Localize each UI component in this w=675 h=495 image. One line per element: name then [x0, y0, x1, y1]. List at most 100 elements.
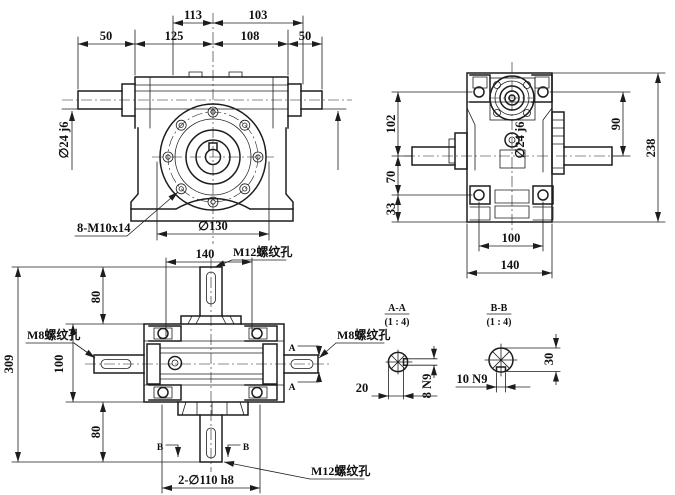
- front-flange-outer: [159, 103, 267, 211]
- plan-left-keyway: [100, 359, 132, 369]
- front-bore-outer: [195, 139, 231, 175]
- plan-left-shaft: [93, 354, 145, 374]
- plan-mid-lines: [159, 343, 264, 385]
- plan-view: 140 M12螺纹孔 80 100 80 309 M8螺纹孔 M8螺纹孔 A A…: [2, 244, 390, 494]
- shaft-dia-right-label: ∅24 j6: [513, 122, 527, 159]
- dim-80-bottom: 80: [89, 426, 103, 439]
- side-feet-detail: [469, 189, 554, 221]
- side-dimensions: 102 70 33 90 238 100 140: [384, 72, 666, 279]
- dim-90: 90: [609, 118, 623, 131]
- label-m12-bottom: M12螺纹孔: [311, 463, 370, 478]
- label-m8-right: M8螺纹孔: [337, 327, 390, 342]
- section-aa: A-A (1 : 4) 8 N9 20: [356, 303, 438, 400]
- dim-309: 309: [2, 355, 16, 374]
- side-left-boss: [454, 132, 468, 170]
- plan-left-block: [146, 343, 161, 385]
- plan-bottom-shaft: [199, 414, 223, 463]
- dim-33: 33: [384, 203, 398, 216]
- dim-108: 108: [241, 29, 260, 43]
- flange-dia-label: ∅130: [198, 219, 228, 233]
- dim-50-left: 50: [100, 29, 113, 43]
- section-marker-a-top: A: [289, 344, 296, 354]
- side-feet: [469, 185, 554, 205]
- side-top-hole-left: [473, 86, 485, 98]
- plan-top-spigot: [180, 315, 242, 325]
- front-bore: [204, 148, 222, 166]
- plan-ears: [148, 325, 278, 401]
- side-input-outer: [489, 75, 535, 121]
- front-housing-detail: [134, 76, 289, 129]
- side-top-hole-right: [537, 86, 549, 98]
- section-marker-b-right: B: [243, 443, 250, 453]
- plan-bottom-spigot-detail: [181, 401, 245, 416]
- plan-body: [143, 323, 285, 403]
- dim-20: 20: [356, 381, 369, 395]
- side-right-boss: [551, 111, 565, 175]
- dim-100-plan: 100: [52, 355, 66, 374]
- plan-ear-brackets: [153, 327, 268, 399]
- dim-238: 238: [644, 139, 658, 158]
- side-input-bore: [504, 90, 520, 106]
- section-marker-b-left: B: [157, 443, 164, 453]
- dim-113: 113: [184, 8, 202, 22]
- section-aa-dimensions: 8 N9 20: [356, 346, 438, 400]
- dim-140-side: 140: [501, 258, 520, 272]
- shaft-dia-left-label: ∅24 j6: [57, 122, 71, 159]
- front-flange-bolts: [162, 106, 264, 208]
- front-body-outline: [130, 127, 294, 222]
- section-aa-scale: (1 : 4): [385, 317, 410, 328]
- plan-bottom-keyway: [206, 427, 216, 459]
- plan-right-keyway: [290, 359, 314, 369]
- dim-70: 70: [384, 171, 398, 184]
- side-left-boss-step: [448, 138, 456, 164]
- dim-140-plan: 140: [196, 247, 215, 261]
- dim-80-top: 80: [89, 291, 103, 304]
- front-bolt-circle-centerline: [167, 111, 259, 203]
- dim-spigot: 2-∅110 h8: [178, 473, 234, 487]
- plan-top-shaft: [199, 266, 223, 317]
- side-input-bolts: [493, 81, 531, 117]
- front-worm-shafts: [77, 90, 323, 110]
- plan-dimensions: 140 M12螺纹孔 80 100 80 309 M8螺纹孔 M8螺纹孔 A A…: [2, 244, 390, 494]
- front-view: 113 103 50 125 108 50 ∅24 j6 ∅24 j6 8-M1…: [57, 8, 527, 244]
- plan-oil-plug: [167, 355, 183, 371]
- section-bb-keyway: [495, 366, 507, 373]
- side-body-detail: [466, 101, 553, 173]
- bolt-note-label: 8-M10x14: [77, 221, 131, 235]
- front-housing-lugs: [188, 71, 243, 78]
- side-input-center: [508, 94, 516, 102]
- dim-50-right: 50: [299, 29, 312, 43]
- dim-30: 30: [542, 353, 556, 366]
- dim-100-side: 100: [502, 231, 521, 245]
- plan-right-shaft: [283, 354, 319, 374]
- side-foot-hole-right: [537, 189, 549, 201]
- dim-125: 125: [165, 29, 184, 43]
- section-aa-centerlines: [385, 349, 413, 375]
- plan-bottom-spigot: [177, 401, 249, 416]
- side-oil-plug: [504, 132, 520, 148]
- section-bb: B-B (1 : 4) 30 10 N9: [455, 303, 561, 393]
- side-input-ring: [494, 80, 530, 116]
- section-bb-dimensions: 30 10 N9: [455, 334, 561, 393]
- dim-103: 103: [249, 8, 268, 22]
- front-housing: [134, 76, 289, 129]
- section-marker-a-bottom: A: [289, 383, 296, 393]
- section-aa-title: A-A: [388, 303, 407, 314]
- plan-right-block: [262, 343, 278, 385]
- label-m12-top: M12螺纹孔: [233, 244, 292, 259]
- front-hub-outer: [185, 129, 241, 185]
- plan-top-spigot-chamfers: [187, 315, 235, 325]
- section-bb-scale: (1 : 4): [487, 317, 512, 328]
- side-view: 102 70 33 90 238 100 140: [384, 62, 666, 279]
- label-m8-left: M8螺纹孔: [27, 327, 80, 342]
- plan-ear-bolts: [157, 327, 263, 399]
- side-oil-plug-inner: [508, 136, 516, 144]
- plan-top-keyway: [206, 271, 216, 305]
- side-input-hub: [499, 85, 525, 111]
- dim-10n9: 10 N9: [457, 372, 488, 386]
- front-feet: [130, 197, 294, 211]
- side-right-fins: [551, 119, 565, 169]
- front-bearing-caps: [121, 83, 302, 117]
